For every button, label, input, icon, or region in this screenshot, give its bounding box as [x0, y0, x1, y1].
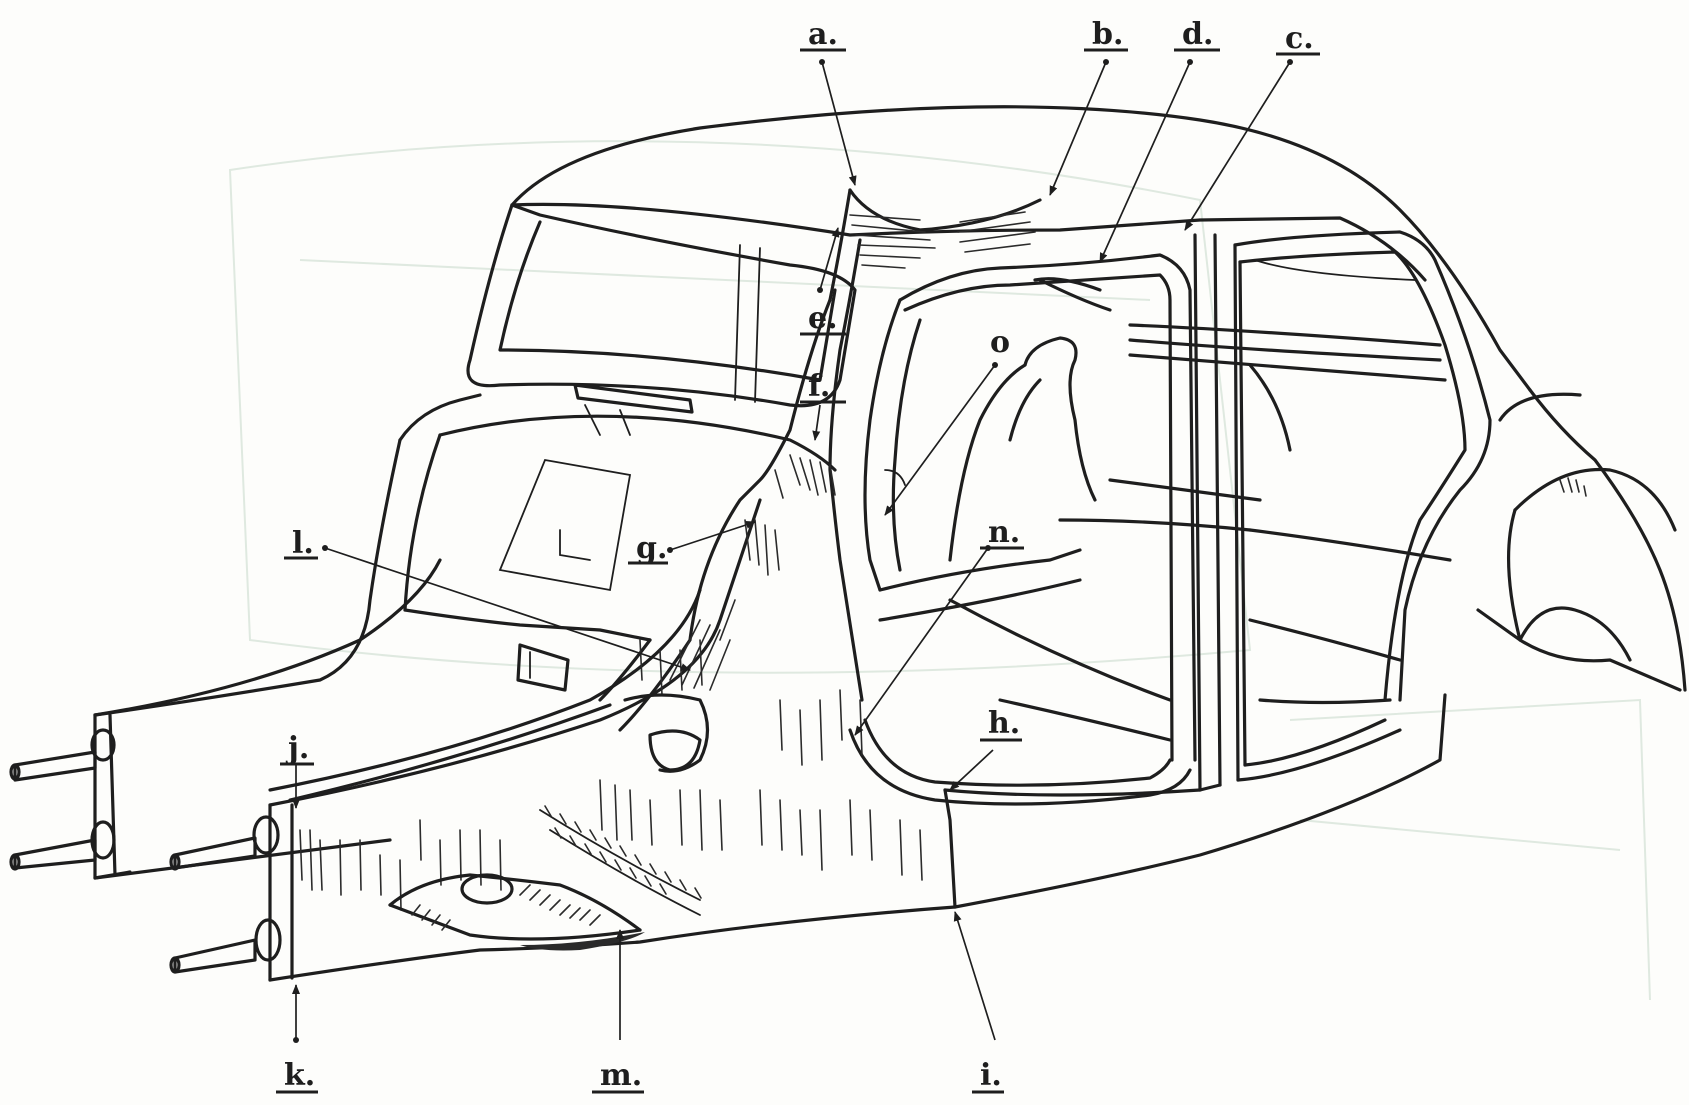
label-n: n.: [980, 515, 1024, 550]
svg-text:l.: l.: [292, 526, 314, 561]
svg-text:k.: k.: [284, 1058, 315, 1093]
leader-o: [884, 364, 996, 516]
leader-lines: [292, 59, 1293, 1043]
svg-text:e.: e.: [808, 301, 838, 336]
interior-floor: [878, 518, 1452, 742]
svg-text:f.: f.: [808, 369, 830, 404]
front-left-rail: [93, 558, 442, 880]
front-right-rail: [268, 498, 762, 807]
svg-text:h.: h.: [988, 706, 1020, 741]
label-a: a.: [800, 17, 846, 52]
windscreen-frame: [466, 203, 857, 408]
label-o: o: [990, 325, 1010, 360]
svg-text:a.: a.: [808, 17, 838, 52]
svg-text:c.: c.: [1285, 21, 1314, 56]
leader-b: [1049, 61, 1107, 196]
label-j: j.: [280, 731, 314, 766]
leader-f: [812, 404, 821, 441]
axle-stub-upper-right: [169, 815, 280, 871]
leader-h: [949, 749, 994, 791]
label-b: b.: [1084, 17, 1128, 52]
svg-text:b.: b.: [1092, 17, 1123, 52]
leader-n: [854, 547, 989, 736]
leader-l: [324, 547, 691, 671]
paper-ghost-lines: [228, 140, 1651, 1001]
label-g: g.: [628, 531, 668, 566]
label-i: i.: [972, 1058, 1004, 1094]
rear-door-aperture: [1233, 230, 1492, 782]
axle-stub-lower-right: [169, 918, 282, 974]
front-bulkhead: [93, 393, 837, 717]
axle-stub-lower-left: [9, 820, 116, 871]
svg-text:m.: m.: [600, 1058, 642, 1093]
leader-c: [1184, 61, 1291, 231]
label-c: c.: [1276, 21, 1320, 56]
scuttle-vent: [573, 383, 694, 436]
leader-i: [953, 911, 996, 1041]
interior-seat-back: [948, 336, 1292, 562]
rear-wheel-arch: [1476, 467, 1682, 692]
part-labels: a. b. d. c. e. f. o g.: [276, 17, 1320, 1094]
leader-a: [821, 61, 857, 186]
a-pillar-panel: [618, 188, 1042, 732]
front-door-aperture: [848, 253, 1197, 806]
sill-stitched-rib: [539, 805, 702, 916]
leader-e: [819, 227, 840, 291]
svg-text:n.: n.: [988, 515, 1020, 550]
main-side-sill: [268, 639, 1447, 982]
svg-text:d.: d.: [1182, 17, 1213, 52]
svg-text:j.: j.: [285, 731, 309, 766]
label-m: m.: [592, 1058, 644, 1094]
label-l: l.: [284, 526, 318, 561]
interior-parcel-shelf: [1033, 277, 1447, 382]
side-square-aperture: [516, 643, 570, 692]
b-pillar: [1193, 233, 1222, 792]
inner-wheel-arch: [623, 599, 736, 773]
label-h: h.: [980, 706, 1022, 742]
leader-g: [669, 521, 756, 551]
dash-inspection-panel: [498, 458, 632, 592]
svg-text:i.: i.: [980, 1058, 1002, 1093]
svg-text:g.: g.: [636, 531, 667, 566]
sill-lightening-hole: [388, 873, 645, 951]
label-d: d.: [1174, 17, 1220, 52]
leader-d: [1099, 61, 1191, 263]
axle-stub-upper-left: [9, 728, 116, 782]
label-e: e.: [800, 301, 846, 336]
label-k: k.: [276, 1058, 318, 1094]
svg-text:o: o: [990, 325, 1010, 360]
label-f: f.: [800, 369, 846, 404]
